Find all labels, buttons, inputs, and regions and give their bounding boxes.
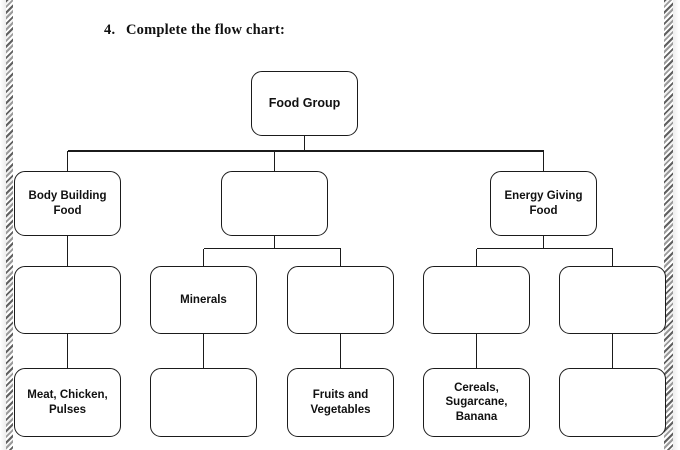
flow-node-filled[interactable]: Meat, Chicken, Pulses — [14, 368, 121, 437]
question-heading: 4. Complete the flow chart: — [104, 22, 285, 39]
page-edge-shadow-right — [673, 0, 679, 450]
flow-node-label: Food Group — [268, 96, 341, 111]
connector-line-vertical — [273, 236, 276, 249]
page-edge-shadow-left — [0, 0, 6, 450]
flow-node-label: Cereals, Sugarcane, Banana — [445, 381, 508, 423]
flow-node-blank[interactable] — [423, 266, 530, 334]
flow-node-filled[interactable]: Body Building Food — [14, 171, 121, 236]
flow-node-filled[interactable]: Energy Giving Food — [490, 171, 597, 236]
page-edge-left — [6, 0, 13, 450]
flow-node-blank[interactable] — [559, 266, 666, 334]
question-text: Complete the flow chart: — [126, 22, 286, 38]
connector-line-vertical — [66, 150, 69, 171]
flow-node-label: Fruits and Vegetables — [310, 389, 371, 416]
flow-node-filled[interactable]: Cereals, Sugarcane, Banana — [423, 368, 530, 437]
connector-line-vertical — [339, 248, 342, 266]
flow-node-label: Energy Giving Food — [504, 190, 583, 217]
flow-node-blank[interactable] — [559, 368, 666, 437]
connector-line-vertical — [475, 334, 478, 368]
connector-line-horizontal — [67, 149, 544, 152]
flow-node-label: Body Building Food — [28, 190, 107, 217]
connector-line-vertical — [202, 334, 205, 368]
connector-line-vertical — [542, 236, 545, 249]
connector-line-vertical — [66, 236, 69, 266]
page-edge-right — [664, 0, 673, 450]
flow-node-filled[interactable]: Minerals — [150, 266, 257, 334]
connector-line-vertical — [202, 248, 205, 266]
connector-line-vertical — [66, 334, 69, 368]
flow-node-blank[interactable] — [287, 266, 394, 334]
connector-line-horizontal — [203, 247, 341, 250]
flow-node-label: Minerals — [180, 293, 227, 306]
connector-line-vertical — [339, 334, 342, 368]
connector-line-vertical — [475, 248, 478, 266]
flow-node-filled[interactable]: Food Group — [251, 71, 358, 136]
flow-node-filled[interactable]: Fruits and Vegetables — [287, 368, 394, 437]
connector-line-vertical — [611, 334, 614, 368]
flow-node-blank[interactable] — [150, 368, 257, 437]
connector-line-vertical — [273, 150, 276, 171]
flow-node-blank[interactable] — [221, 171, 328, 236]
connector-line-vertical — [542, 150, 545, 171]
connector-line-horizontal — [476, 247, 613, 250]
question-number: 4. — [104, 22, 116, 38]
connector-line-vertical — [611, 248, 614, 266]
connector-line-vertical — [303, 136, 306, 151]
flow-node-label: Meat, Chicken, Pulses — [27, 389, 108, 416]
flow-node-blank[interactable] — [14, 266, 121, 334]
